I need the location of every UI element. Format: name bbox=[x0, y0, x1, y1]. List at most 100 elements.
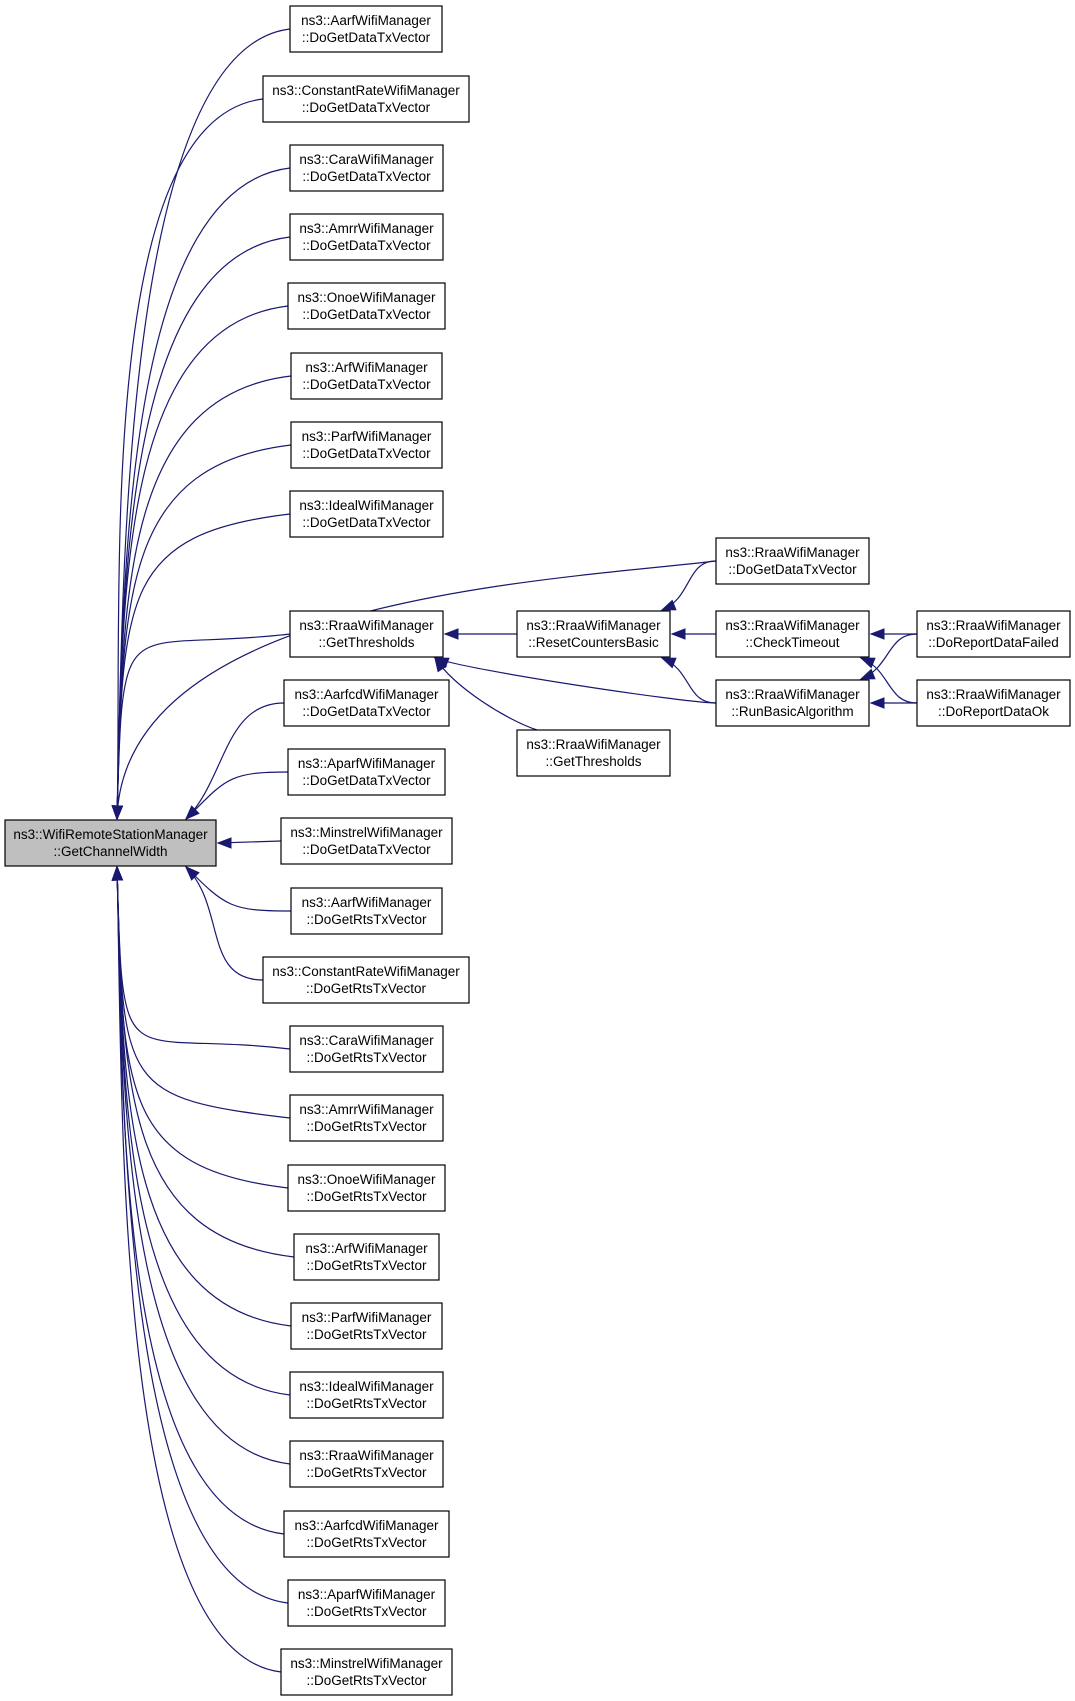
node-box bbox=[715, 537, 870, 585]
node-box bbox=[289, 490, 444, 538]
node-label-line2: ::DoGetRtsTxVector bbox=[306, 912, 427, 927]
node-rraa-run[interactable]: ns3::RraaWifiManager::RunBasicAlgorithm bbox=[715, 679, 870, 727]
node-label-line2: ::DoGetDataTxVector bbox=[302, 515, 431, 530]
node-label-line1: ns3::RraaWifiManager bbox=[725, 618, 860, 633]
node-rraa-getth[interactable]: ns3::RraaWifiManager::GetThresholds bbox=[289, 610, 444, 658]
node-aparf-data[interactable]: ns3::AparfWifiManager::DoGetDataTxVector bbox=[287, 748, 446, 796]
node-box bbox=[289, 144, 444, 192]
edge-rraa_failed-to-rraa_run bbox=[859, 633, 918, 680]
edge-aarfcd_data-to-root bbox=[185, 702, 285, 820]
node-label-line1: ns3::AarfWifiManager bbox=[302, 895, 432, 910]
node-label-line1: ns3::RraaWifiManager bbox=[926, 687, 1061, 702]
node-label-line2: ::GetThresholds bbox=[318, 635, 414, 650]
node-label-line1: ns3::RraaWifiManager bbox=[526, 737, 661, 752]
node-box bbox=[287, 282, 446, 330]
node-ideal-data[interactable]: ns3::IdealWifiManager::DoGetDataTxVector bbox=[289, 490, 444, 538]
node-root[interactable]: ns3::WifiRemoteStationManager::GetChanne… bbox=[4, 819, 217, 867]
node-rraa-failed[interactable]: ns3::RraaWifiManager::DoReportDataFailed bbox=[916, 610, 1071, 658]
node-cara-data[interactable]: ns3::CaraWifiManager::DoGetDataTxVector bbox=[289, 144, 444, 192]
node-onoe-data[interactable]: ns3::OnoeWifiManager::DoGetDataTxVector bbox=[287, 282, 446, 330]
node-rraa-data[interactable]: ns3::RraaWifiManager::DoGetDataTxVector bbox=[715, 537, 870, 585]
node-label-line2: ::DoGetDataTxVector bbox=[302, 773, 431, 788]
node-minstrel-rts[interactable]: ns3::MinstrelWifiManager::DoGetRtsTxVect… bbox=[280, 1648, 453, 1696]
node-label-line2: ::DoGetRtsTxVector bbox=[306, 1673, 427, 1688]
edge-rraa_ok-to-rraa_run bbox=[869, 697, 917, 709]
node-label-line2: ::DoGetRtsTxVector bbox=[306, 981, 427, 996]
edge-aarf_data-to-root bbox=[111, 28, 291, 821]
node-arf-data[interactable]: ns3::ArfWifiManager::DoGetDataTxVector bbox=[290, 352, 443, 400]
edge-aparf_rts-to-root bbox=[111, 865, 289, 1604]
node-label-line2: ::DoReportDataFailed bbox=[928, 635, 1059, 650]
node-label-line1: ns3::IdealWifiManager bbox=[299, 1379, 434, 1394]
node-aarf-data[interactable]: ns3::AarfWifiManager::DoGetDataTxVector bbox=[289, 5, 443, 53]
node-arf-rts[interactable]: ns3::ArfWifiManager::DoGetRtsTxVector bbox=[293, 1233, 440, 1281]
edge-parf_data-to-root bbox=[111, 444, 292, 821]
edge-rraa_check-to-rraa_reset bbox=[670, 628, 716, 640]
node-box bbox=[280, 1648, 453, 1696]
edge-rraa_reset-to-rraa_getth bbox=[443, 628, 517, 640]
node-box bbox=[289, 1371, 444, 1419]
node-label-line1: ns3::RraaWifiManager bbox=[926, 618, 1061, 633]
node-label-line1: ns3::ConstantRateWifiManager bbox=[272, 964, 460, 979]
node-box bbox=[916, 679, 1071, 727]
node-label-line1: ns3::RraaWifiManager bbox=[299, 618, 434, 633]
node-box bbox=[262, 956, 470, 1004]
node-label-line2: ::DoGetDataTxVector bbox=[302, 446, 431, 461]
edge-rraa_run-to-rraa_getth bbox=[433, 657, 717, 704]
node-onoe-rts[interactable]: ns3::OnoeWifiManager::DoGetRtsTxVector bbox=[287, 1164, 446, 1212]
node-rraa-rts[interactable]: ns3::RraaWifiManager::DoGetRtsTxVector bbox=[289, 1440, 444, 1488]
node-label-line2: ::DoGetDataTxVector bbox=[302, 842, 431, 857]
node-label-line2: ::DoGetRtsTxVector bbox=[306, 1119, 427, 1134]
node-parf-rts[interactable]: ns3::ParfWifiManager::DoGetRtsTxVector bbox=[290, 1302, 443, 1350]
node-label-line2: ::GetThresholds bbox=[545, 754, 641, 769]
node-rraa-reset[interactable]: ns3::RraaWifiManager::ResetCountersBasic bbox=[516, 610, 671, 658]
node-label-line1: ns3::AparfWifiManager bbox=[298, 756, 436, 771]
node-label-line2: ::DoGetRtsTxVector bbox=[306, 1258, 427, 1273]
node-rraa-ok[interactable]: ns3::RraaWifiManager::DoReportDataOk bbox=[916, 679, 1071, 727]
edge-rraa_run-to-rraa_reset bbox=[660, 657, 717, 704]
node-const-rts[interactable]: ns3::ConstantRateWifiManager::DoGetRtsTx… bbox=[262, 956, 470, 1004]
node-label-line1: ns3::ConstantRateWifiManager bbox=[272, 83, 460, 98]
node-minstrel-data[interactable]: ns3::MinstrelWifiManager::DoGetDataTxVec… bbox=[280, 817, 453, 865]
node-label-line2: ::DoGetDataTxVector bbox=[302, 238, 431, 253]
node-aarf-rts[interactable]: ns3::AarfWifiManager::DoGetRtsTxVector bbox=[290, 887, 443, 935]
nodes-layer: ns3::WifiRemoteStationManager::GetChanne… bbox=[4, 5, 1071, 1696]
edge-aarfcd_rts-to-root bbox=[111, 865, 285, 1535]
edge-rraa_ok-to-rraa_check bbox=[859, 657, 918, 704]
node-label-line2: ::DoGetDataTxVector bbox=[302, 704, 431, 719]
node-box bbox=[289, 1094, 444, 1142]
node-label-line2: ::ResetCountersBasic bbox=[528, 635, 659, 650]
node-aparf-rts[interactable]: ns3::AparfWifiManager::DoGetRtsTxVector bbox=[287, 1579, 446, 1627]
node-box bbox=[289, 610, 444, 658]
node-const-data[interactable]: ns3::ConstantRateWifiManager::DoGetDataT… bbox=[262, 75, 470, 123]
node-label-line2: ::DoGetDataTxVector bbox=[302, 377, 431, 392]
node-label-line1: ns3::CaraWifiManager bbox=[299, 152, 434, 167]
node-box bbox=[516, 610, 671, 658]
node-aarfcd-rts[interactable]: ns3::AarfcdWifiManager::DoGetRtsTxVector bbox=[283, 1510, 450, 1558]
node-label-line1: ns3::RraaWifiManager bbox=[299, 1448, 434, 1463]
edge-aparf_data-to-root bbox=[185, 771, 289, 820]
node-label-line1: ns3::RraaWifiManager bbox=[725, 687, 860, 702]
edge-rraa_failed-to-rraa_check bbox=[869, 628, 917, 640]
node-label-line1: ns3::AparfWifiManager bbox=[298, 1587, 436, 1602]
node-amrr-data[interactable]: ns3::AmrrWifiManager::DoGetDataTxVector bbox=[289, 213, 444, 261]
edge-arf_rts-to-root bbox=[111, 865, 295, 1258]
node-box bbox=[516, 729, 671, 777]
edge-rraa_data-to-rraa_reset bbox=[660, 560, 717, 611]
node-box bbox=[262, 75, 470, 123]
node-box bbox=[289, 1025, 444, 1073]
edge-minstrel_rts-to-root bbox=[111, 865, 282, 1673]
node-label-line1: ns3::MinstrelWifiManager bbox=[290, 1656, 443, 1671]
node-parf-data[interactable]: ns3::ParfWifiManager::DoGetDataTxVector bbox=[290, 421, 443, 469]
node-aarfcd-data[interactable]: ns3::AarfcdWifiManager::DoGetDataTxVecto… bbox=[283, 679, 450, 727]
node-box bbox=[287, 1579, 446, 1627]
node-amrr-rts[interactable]: ns3::AmrrWifiManager::DoGetRtsTxVector bbox=[289, 1094, 444, 1142]
node-rraa-check[interactable]: ns3::RraaWifiManager::CheckTimeout bbox=[715, 610, 870, 658]
node-box bbox=[287, 748, 446, 796]
node-label-line1: ns3::RraaWifiManager bbox=[725, 545, 860, 560]
node-ideal-rts[interactable]: ns3::IdealWifiManager::DoGetRtsTxVector bbox=[289, 1371, 444, 1419]
node-cara-rts[interactable]: ns3::CaraWifiManager::DoGetRtsTxVector bbox=[289, 1025, 444, 1073]
node-label-line2: ::DoGetRtsTxVector bbox=[306, 1050, 427, 1065]
node-rraa-getth2[interactable]: ns3::RraaWifiManager::GetThresholds bbox=[516, 729, 671, 777]
edge-amrr_data-to-root bbox=[111, 236, 291, 821]
